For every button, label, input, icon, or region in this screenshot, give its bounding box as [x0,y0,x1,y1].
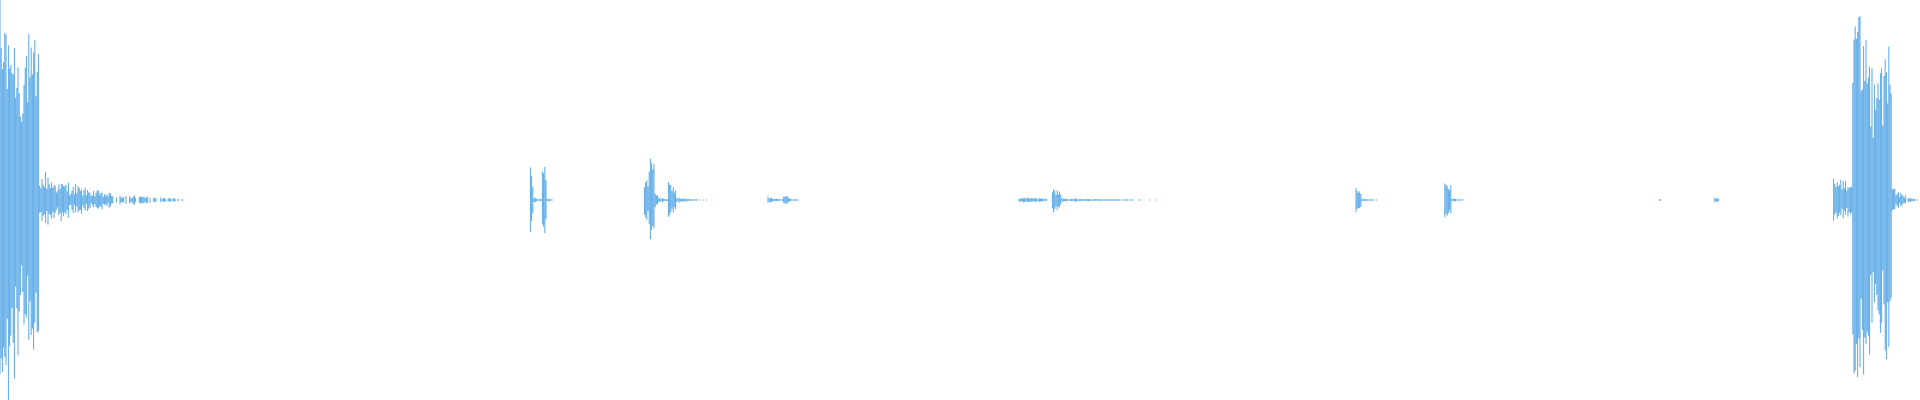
audio-waveform[interactable] [0,0,1920,400]
waveform-bars [0,0,1919,400]
waveform-path [0,0,1919,400]
